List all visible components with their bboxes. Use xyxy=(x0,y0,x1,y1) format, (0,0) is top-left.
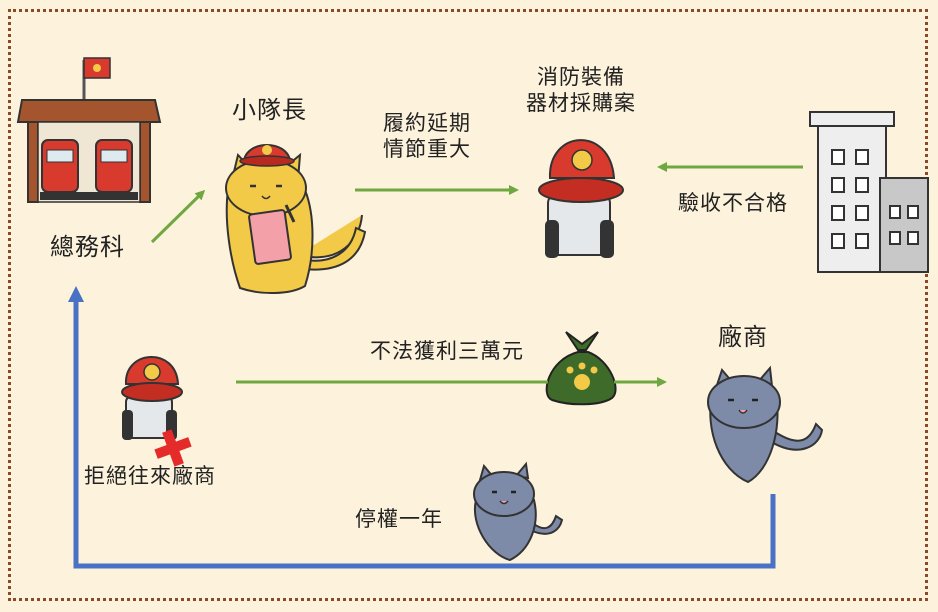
inspection-failed-label: 驗收不合格 xyxy=(678,191,788,215)
building-icon xyxy=(809,111,929,273)
vendor-label: 廠商 xyxy=(718,323,768,351)
captain-label: 小隊長 xyxy=(232,96,307,124)
delay-label-line2: 情節重大 xyxy=(383,137,471,162)
fire-station-icon xyxy=(16,57,162,203)
fire-helmet-icon xyxy=(538,139,624,258)
reject-vendor-label: 拒絕往來廠商 xyxy=(84,464,216,488)
money-bag-icon xyxy=(545,331,617,406)
captain-cat-icon xyxy=(225,144,367,295)
vendor-cat-icon xyxy=(707,365,824,484)
procurement-label-line2: 器材採購案 xyxy=(526,91,636,116)
suspended-cat-icon xyxy=(473,461,564,562)
general-affairs-label: 總務科 xyxy=(50,233,125,261)
procurement-label-line1: 消防裝備 xyxy=(537,65,625,89)
procurement-label: 消防裝備 器材採購案 xyxy=(520,64,642,117)
arrow-general-to-captain xyxy=(150,189,206,244)
red-cross-icon xyxy=(154,429,192,467)
delay-label-line1: 履約延期 xyxy=(383,111,471,135)
rejected-helmet-icon xyxy=(121,356,183,440)
illegal-profit-label: 不法獲利三萬元 xyxy=(370,339,524,363)
arrow-suspension-loop xyxy=(68,286,776,569)
dotted-frame xyxy=(8,9,928,601)
delay-label: 履約延期 情節重大 xyxy=(383,110,471,163)
suspension-label: 停權一年 xyxy=(355,507,443,531)
